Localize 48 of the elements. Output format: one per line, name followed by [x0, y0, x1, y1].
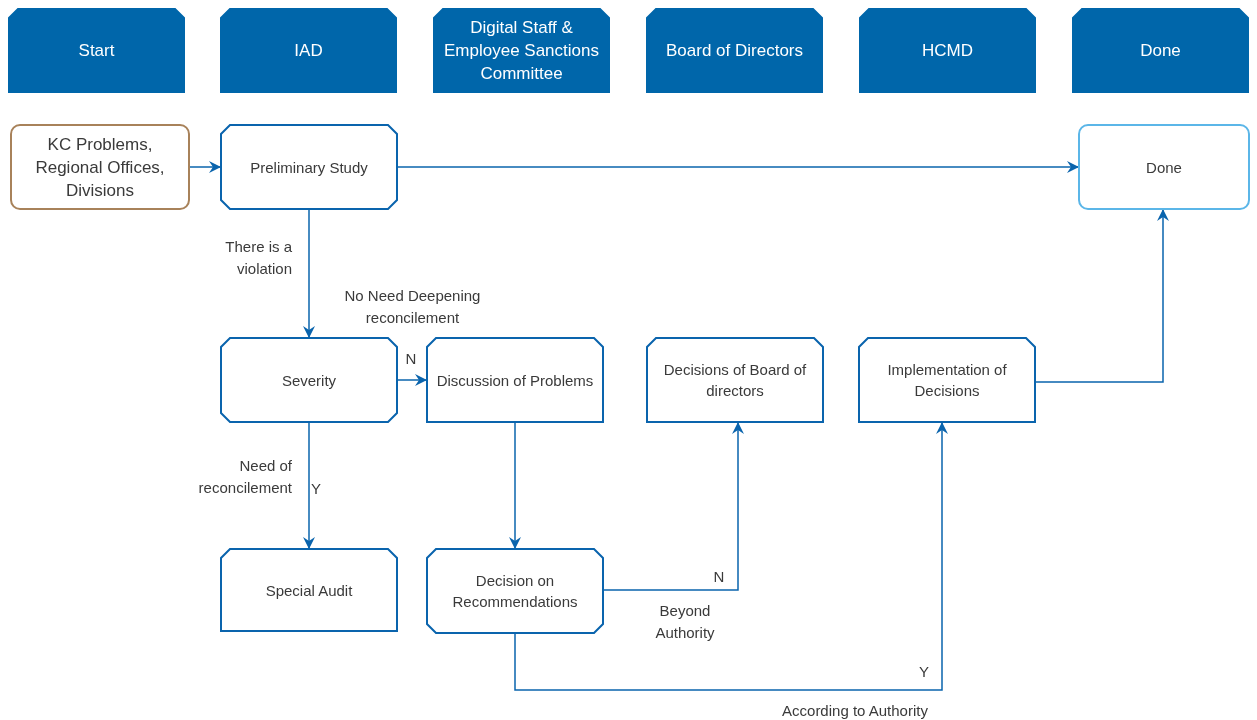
arrow — [189, 161, 221, 173]
arrow — [603, 422, 744, 591]
edge-label: N — [712, 567, 726, 587]
node-label: KC Problems, Regional Offices, Divisions — [34, 133, 166, 202]
process-box — [646, 337, 824, 423]
branch-note: According to Authority — [781, 701, 929, 720]
lane-title: Board of Directors — [666, 40, 803, 62]
decision-box — [426, 548, 604, 634]
arrow — [397, 161, 1079, 173]
source-box — [10, 124, 190, 210]
process-box — [426, 337, 604, 423]
lane-title: Start — [78, 40, 115, 62]
lane-header — [433, 8, 610, 93]
process-box — [220, 548, 398, 632]
lane-header — [220, 8, 397, 93]
node-label: Implementation of Decisions — [886, 360, 1008, 401]
arrow — [397, 374, 427, 386]
lane-title: HCMD — [922, 40, 973, 62]
node-label: Done — [1146, 157, 1182, 178]
node-label: Severity — [281, 370, 337, 391]
node-label: Decision on Recommendations — [451, 571, 579, 612]
edge-label: Y — [310, 479, 322, 499]
branch-note: No Need Deepening reconcilement — [343, 286, 482, 328]
decision-box — [220, 124, 398, 210]
edge-label: Y — [918, 662, 930, 682]
node-label: Discussion of Problems — [436, 370, 594, 391]
lane-title: Done — [1140, 40, 1181, 62]
edge-label: N — [404, 349, 418, 369]
node-label: Special Audit — [265, 580, 353, 601]
branch-note: Need of reconcilement — [197, 456, 292, 498]
arrow — [514, 422, 948, 691]
decision-box — [220, 337, 398, 423]
end-box — [1078, 124, 1250, 210]
node-label: Preliminary Study — [250, 157, 368, 178]
arrow — [1035, 209, 1169, 383]
arrow — [509, 422, 521, 549]
node-label: Decisions of Board of directors — [662, 360, 808, 401]
lane-header — [1072, 8, 1249, 93]
arrow — [303, 209, 315, 338]
lane-header — [8, 8, 185, 93]
process-box — [858, 337, 1036, 423]
branch-note: Beyond Authority — [654, 601, 716, 643]
arrow — [303, 422, 315, 549]
lane-header — [646, 8, 823, 93]
edge-label: There is a violation — [224, 237, 292, 279]
lane-title: IAD — [294, 40, 323, 62]
lane-header — [859, 8, 1036, 93]
lane-title: Digital Staff & Employee Sanctions Committee — [443, 17, 600, 85]
